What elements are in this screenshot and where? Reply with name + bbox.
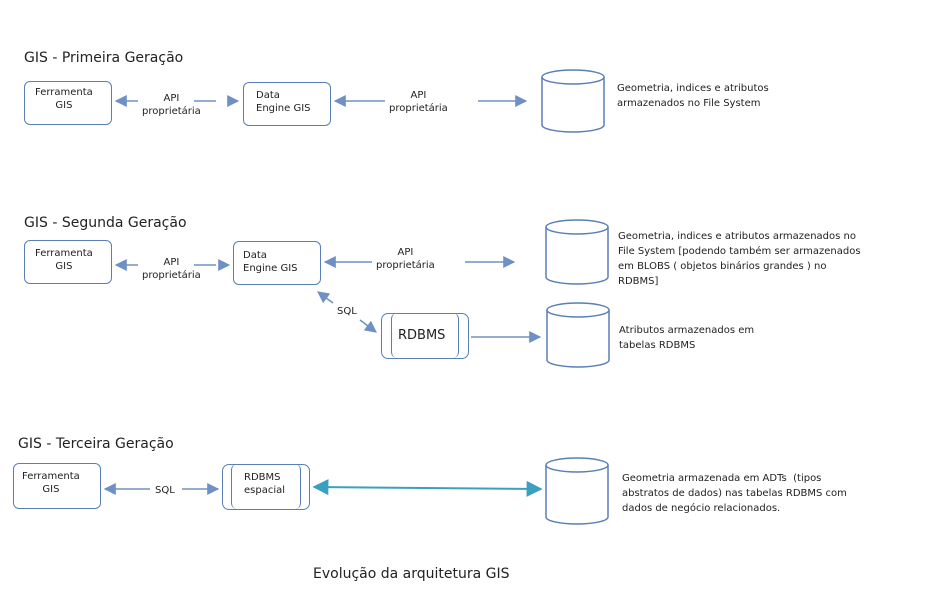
gen2-api-right-label: API proprietária — [376, 247, 435, 271]
gen3-rdbms-box: RDBMS espacial — [222, 464, 310, 510]
gen1-tool-label: Ferramenta GIS — [35, 87, 93, 111]
gen2-rdbms-desc: Atributos armazenados em tabelas RDBMS — [619, 325, 755, 351]
gen2-rdbms-cylinder — [546, 302, 610, 368]
gen2-arrow-sql-rdbms — [359, 319, 377, 333]
gen3-storage-cylinder — [545, 457, 609, 525]
gen1-storage-cylinder — [541, 69, 605, 133]
gen2-sql-label: SQL — [337, 306, 357, 317]
gen3-sql-label: SQL — [155, 485, 175, 496]
gen2-rdbms-box: RDBMS — [381, 313, 469, 359]
gen1-api-right-label: API proprietária — [389, 90, 448, 114]
gen2-tool-label: Ferramenta GIS — [35, 248, 93, 272]
gen3-arrow-rdbms-storage — [312, 479, 543, 497]
gen2-title: GIS - Segunda Geração — [24, 215, 187, 231]
diagram-caption: Evolução da arquitetura GIS — [313, 566, 510, 582]
gen2-rdbms-label: RDBMS — [398, 328, 446, 343]
gen2-storage-desc: Geometria, indices e atributos armazenad… — [618, 231, 861, 287]
gen2-engine-box: Data Engine GIS — [233, 241, 321, 285]
gen3-title: GIS - Terceira Geração — [18, 436, 174, 452]
gen3-storage-desc: Geometria armazenada em ADTs (tipos abst… — [622, 473, 847, 514]
gen1-storage-desc: Geometria, indices e atributos armazenad… — [617, 83, 769, 109]
gen2-tool-box: Ferramenta GIS — [24, 240, 112, 284]
gen1-tool-box: Ferramenta GIS — [24, 81, 112, 125]
gen1-engine-label: Data Engine GIS — [256, 90, 311, 114]
gen2-engine-label: Data Engine GIS — [243, 250, 298, 274]
gen3-tool-label: Ferramenta GIS — [22, 471, 80, 495]
gen2-arrow-engine-sql — [317, 291, 334, 304]
gen3-rdbms-label: RDBMS espacial — [244, 472, 286, 496]
gen1-title: GIS - Primeira Geração — [24, 50, 184, 66]
gen3-tool-box: Ferramenta GIS — [13, 463, 101, 509]
gen3-rdbms-inner — [231, 464, 301, 509]
gen1-engine-box: Data Engine GIS — [243, 82, 331, 126]
gen2-rdbms-inner — [391, 313, 459, 358]
gen2-storage-cylinder — [545, 219, 609, 285]
